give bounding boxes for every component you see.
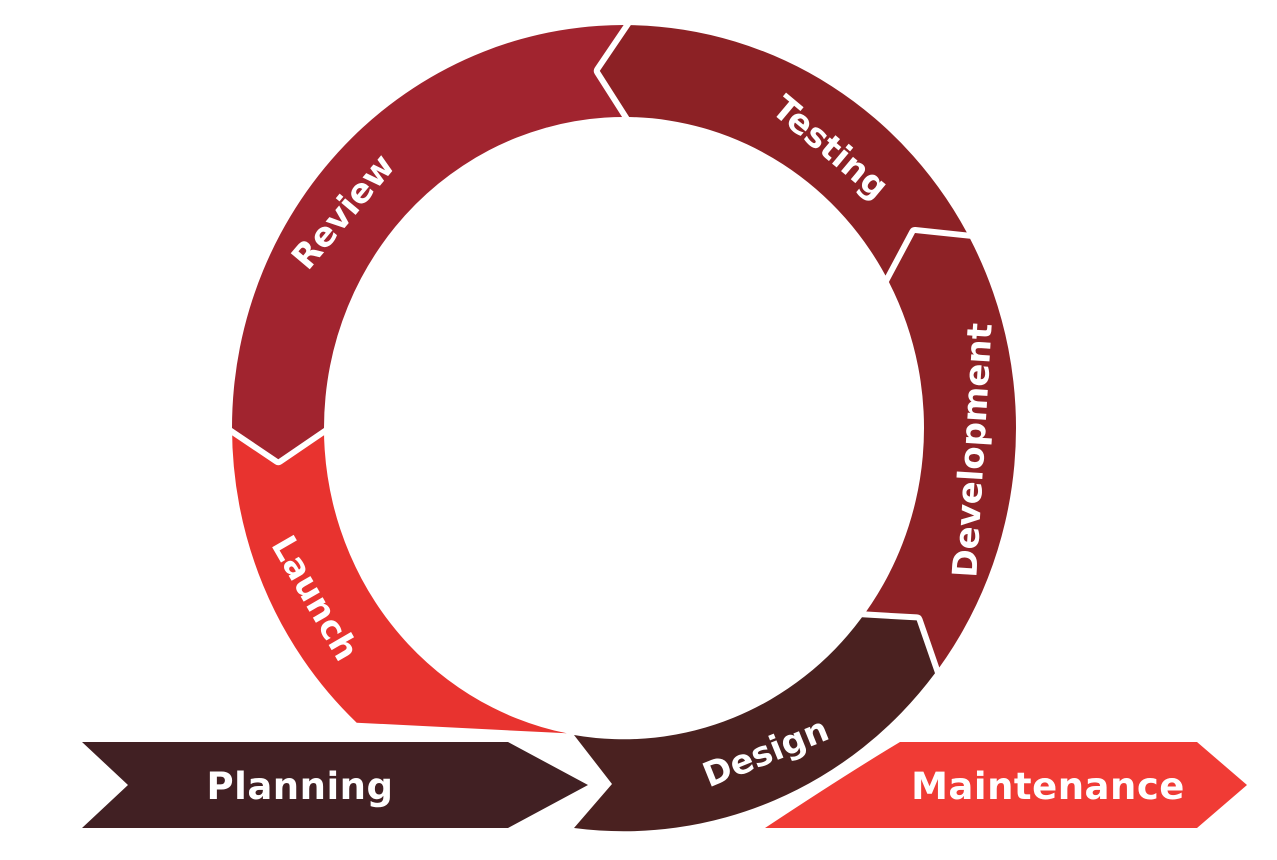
stage-arc-review [226,18,644,466]
stage-arc-development [852,227,1022,685]
stage-label-maintenance: Maintenance [911,765,1185,808]
stage-arrow-planning [76,736,594,834]
stage-arrow-maintenance [765,742,1247,828]
stage-arc-launch [226,415,573,740]
stage-label-planning: Planning [207,765,394,808]
stage-arc-design [568,611,941,838]
stage-arc-testing [593,19,980,293]
